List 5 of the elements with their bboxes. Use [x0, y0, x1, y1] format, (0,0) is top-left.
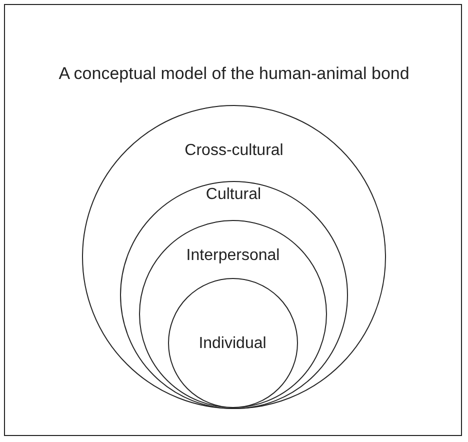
layer-label: Cross-cultural [184, 142, 284, 160]
diagram-title: A conceptual model of the human-animal bond [58, 64, 410, 84]
layer-label: Cultural [204, 186, 262, 204]
layer-label: Individual [198, 334, 268, 352]
layer-label: Interpersonal [185, 247, 281, 265]
